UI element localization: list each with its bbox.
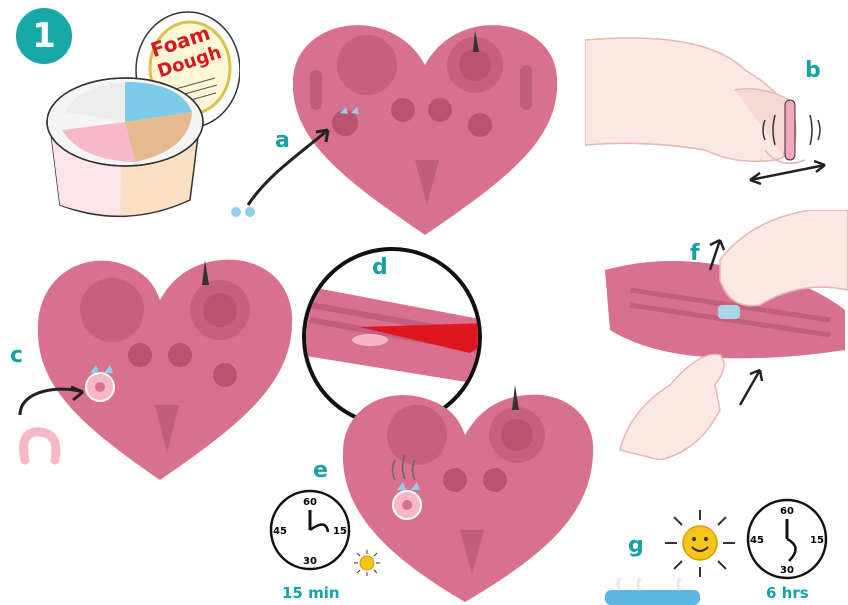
step-label-c: c [10, 345, 23, 367]
clock-g-45: 45 [750, 535, 764, 546]
clock-g-30: 30 [780, 565, 794, 576]
clock-g-15: 15 [810, 535, 824, 546]
clock-g-60: 60 [780, 506, 794, 517]
drying-figure-g [600, 578, 710, 605]
time-caption-g: 6 hrs [766, 584, 809, 602]
clock-e-15: 15 [333, 526, 347, 537]
clock-icon-15min: 60 45 15 30 [268, 488, 352, 572]
step-label-e: e [313, 460, 328, 482]
time-caption-e: 15 min [282, 584, 340, 602]
clock-e-60: 60 [303, 497, 317, 508]
clock-e-45: 45 [273, 526, 287, 537]
dough-tub-illustration: Foam Dough [40, 0, 240, 220]
step-label-g: g [628, 535, 644, 557]
arrow-icon-c [5, 380, 100, 470]
step-label-b: b [805, 60, 821, 82]
step-label-f: f [690, 243, 700, 265]
sun-icon [660, 505, 738, 580]
hand-illustration-f [600, 210, 848, 460]
clock-icon-6hrs: 60 45 15 30 [745, 497, 829, 581]
clock-e-30: 30 [303, 556, 317, 567]
step-label-d: d [372, 257, 388, 279]
sun-icon-small [352, 548, 382, 578]
hand-illustration-b [585, 30, 848, 200]
arrow-icon [228, 115, 348, 225]
